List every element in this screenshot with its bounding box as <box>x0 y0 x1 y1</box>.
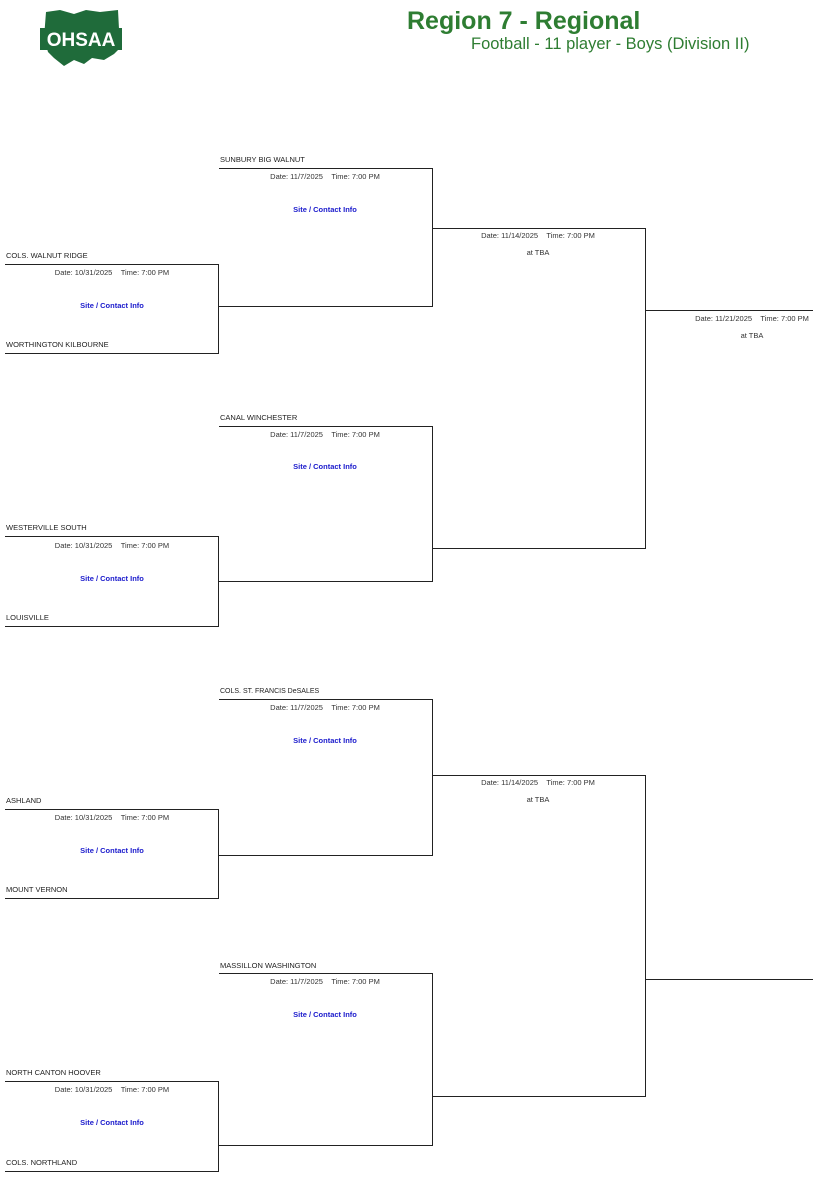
game-venue: at TBA <box>740 331 764 340</box>
bracket-line <box>219 855 432 856</box>
round1-team-top: NORTH CANTON HOOVER <box>6 1068 101 1077</box>
site-contact-link[interactable]: Site / Contact Info <box>293 462 357 471</box>
bracket-line <box>218 536 219 627</box>
bracket-line <box>219 168 432 169</box>
bracket-line <box>219 306 432 307</box>
game-datetime: Date: 11/7/2025 Time: 7:00 PM <box>270 703 380 712</box>
bracket-line <box>218 1081 219 1172</box>
round1-team-top: COLS. WALNUT RIDGE <box>6 251 88 260</box>
bracket-line <box>646 979 813 980</box>
bracket-line <box>433 775 645 776</box>
bracket-line <box>5 536 218 537</box>
bracket-line <box>5 264 218 265</box>
site-contact-link[interactable]: Site / Contact Info <box>293 1010 357 1019</box>
game-datetime: Date: 11/7/2025 Time: 7:00 PM <box>270 172 380 181</box>
round1-team-bottom: LOUISVILLE <box>6 613 49 622</box>
bracket-line <box>432 973 433 1146</box>
game-datetime: Date: 11/14/2025 Time: 7:00 PM <box>481 778 595 787</box>
bracket-line <box>432 426 433 582</box>
bracket-line <box>5 1081 218 1082</box>
bracket-line <box>433 1096 645 1097</box>
bracket-line <box>432 168 433 307</box>
bracket-line <box>5 353 218 354</box>
page-title: Region 7 - Regional <box>407 7 641 35</box>
bracket-line <box>219 973 432 974</box>
game-datetime: Date: 10/31/2025 Time: 7:00 PM <box>54 1085 170 1094</box>
bracket-line <box>645 228 646 549</box>
site-contact-link[interactable]: Site / Contact Info <box>80 574 144 583</box>
site-contact-link[interactable]: Site / Contact Info <box>80 1118 144 1127</box>
bracket-line <box>218 809 219 899</box>
round2-team-top: COLS. ST. FRANCIS DeSALES <box>220 688 320 695</box>
site-contact-link[interactable]: Site / Contact Info <box>80 846 144 855</box>
round2-team-top: MASSILLON WASHINGTON <box>220 961 317 970</box>
round1-team-top: WESTERVILLE SOUTH <box>6 523 87 532</box>
game-venue: at TBA <box>526 248 550 257</box>
bracket-line <box>219 426 432 427</box>
game-datetime: Date: 10/31/2025 Time: 7:00 PM <box>54 541 170 550</box>
bracket-line <box>5 898 218 899</box>
round1-team-top: ASHLAND <box>6 796 42 805</box>
bracket-line <box>433 228 645 229</box>
bracket-line <box>219 699 432 700</box>
bracket-line <box>432 699 433 856</box>
game-datetime: Date: 11/7/2025 Time: 7:00 PM <box>270 977 380 986</box>
game-datetime: Date: 11/7/2025 Time: 7:00 PM <box>270 430 380 439</box>
game-datetime: Date: 11/14/2025 Time: 7:00 PM <box>481 231 595 240</box>
round1-team-bottom: MOUNT VERNON <box>6 885 68 894</box>
game-datetime: Date: 10/31/2025 Time: 7:00 PM <box>54 813 170 822</box>
bracket-line <box>219 1145 432 1146</box>
round2-team-top: SUNBURY BIG WALNUT <box>220 155 305 164</box>
bracket-line <box>5 1171 218 1172</box>
bracket-line <box>433 548 645 549</box>
bracket-line <box>5 626 218 627</box>
logo-text: OHSAA <box>47 30 116 51</box>
bracket-line <box>5 809 218 810</box>
site-contact-link[interactable]: Site / Contact Info <box>293 736 357 745</box>
round1-team-bottom: COLS. NORTHLAND <box>6 1158 78 1167</box>
game-datetime: Date: 10/31/2025 Time: 7:00 PM <box>54 268 170 277</box>
site-contact-link[interactable]: Site / Contact Info <box>293 205 357 214</box>
site-contact-link[interactable]: Site / Contact Info <box>80 301 144 310</box>
ohsaa-logo: OHSAA <box>40 10 122 66</box>
round2-team-top: CANAL WINCHESTER <box>220 413 298 422</box>
bracket-line <box>218 264 219 354</box>
round1-team-bottom: WORTHINGTON KILBOURNE <box>6 340 109 349</box>
bracket-line <box>645 775 646 1097</box>
game-venue: at TBA <box>526 795 550 804</box>
game-datetime: Date: 11/21/2025 Time: 7:00 PM <box>695 314 809 323</box>
page-subtitle: Football - 11 player - Boys (Division II… <box>471 35 750 53</box>
bracket-line <box>646 310 813 311</box>
bracket-line <box>219 581 432 582</box>
